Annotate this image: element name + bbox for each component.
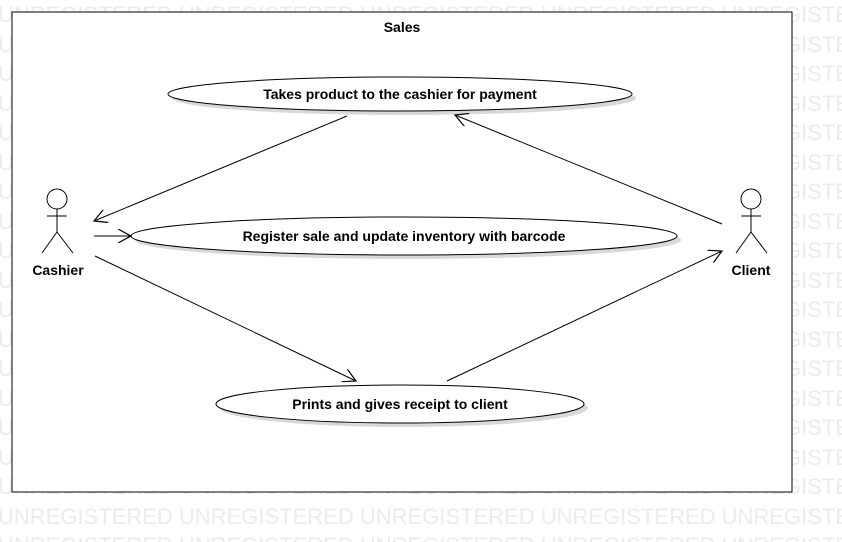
actor-cashier-label: Cashier [32,262,84,278]
actor-leg-right [56,231,74,254]
use-case-ellipse [167,76,633,112]
use-case-label: Prints and gives receipt to client [292,396,508,412]
use-case-takes-product[interactable]: Takes product to the cashier for payment [167,76,636,115]
actor-client-label: Client [732,262,771,278]
watermark-row: UNREGISTERED UNREGISTERED UNREGISTERED U… [0,533,842,542]
use-case-label: Register sale and update inventory with … [243,228,566,244]
actor-client[interactable] [735,188,768,254]
actor-leg-right [750,231,768,254]
actor-leg-left [41,231,58,254]
association-cashier-to-prints-receipt[interactable] [94,255,356,381]
actor-cashier[interactable] [41,188,74,254]
association-takes-product-to-cashier[interactable] [94,115,348,221]
use-case-register-sale[interactable]: Register sale and update inventory with … [130,216,681,259]
watermark-row: UNREGISTERED UNREGISTERED UNREGISTERED U… [0,503,842,529]
association-prints-receipt-to-client[interactable] [446,251,722,382]
actor-leg-left [735,231,752,254]
use-case-prints-receipt[interactable]: Prints and gives receipt to client [215,384,588,427]
use-case-ellipse [215,384,585,424]
use-case-label: Takes product to the cashier for payment [263,86,537,102]
associations [94,115,722,381]
system-title: Sales [384,19,421,35]
actor-head [740,188,762,210]
association-client-to-takes-product[interactable] [455,115,723,225]
actor-head [46,188,68,210]
